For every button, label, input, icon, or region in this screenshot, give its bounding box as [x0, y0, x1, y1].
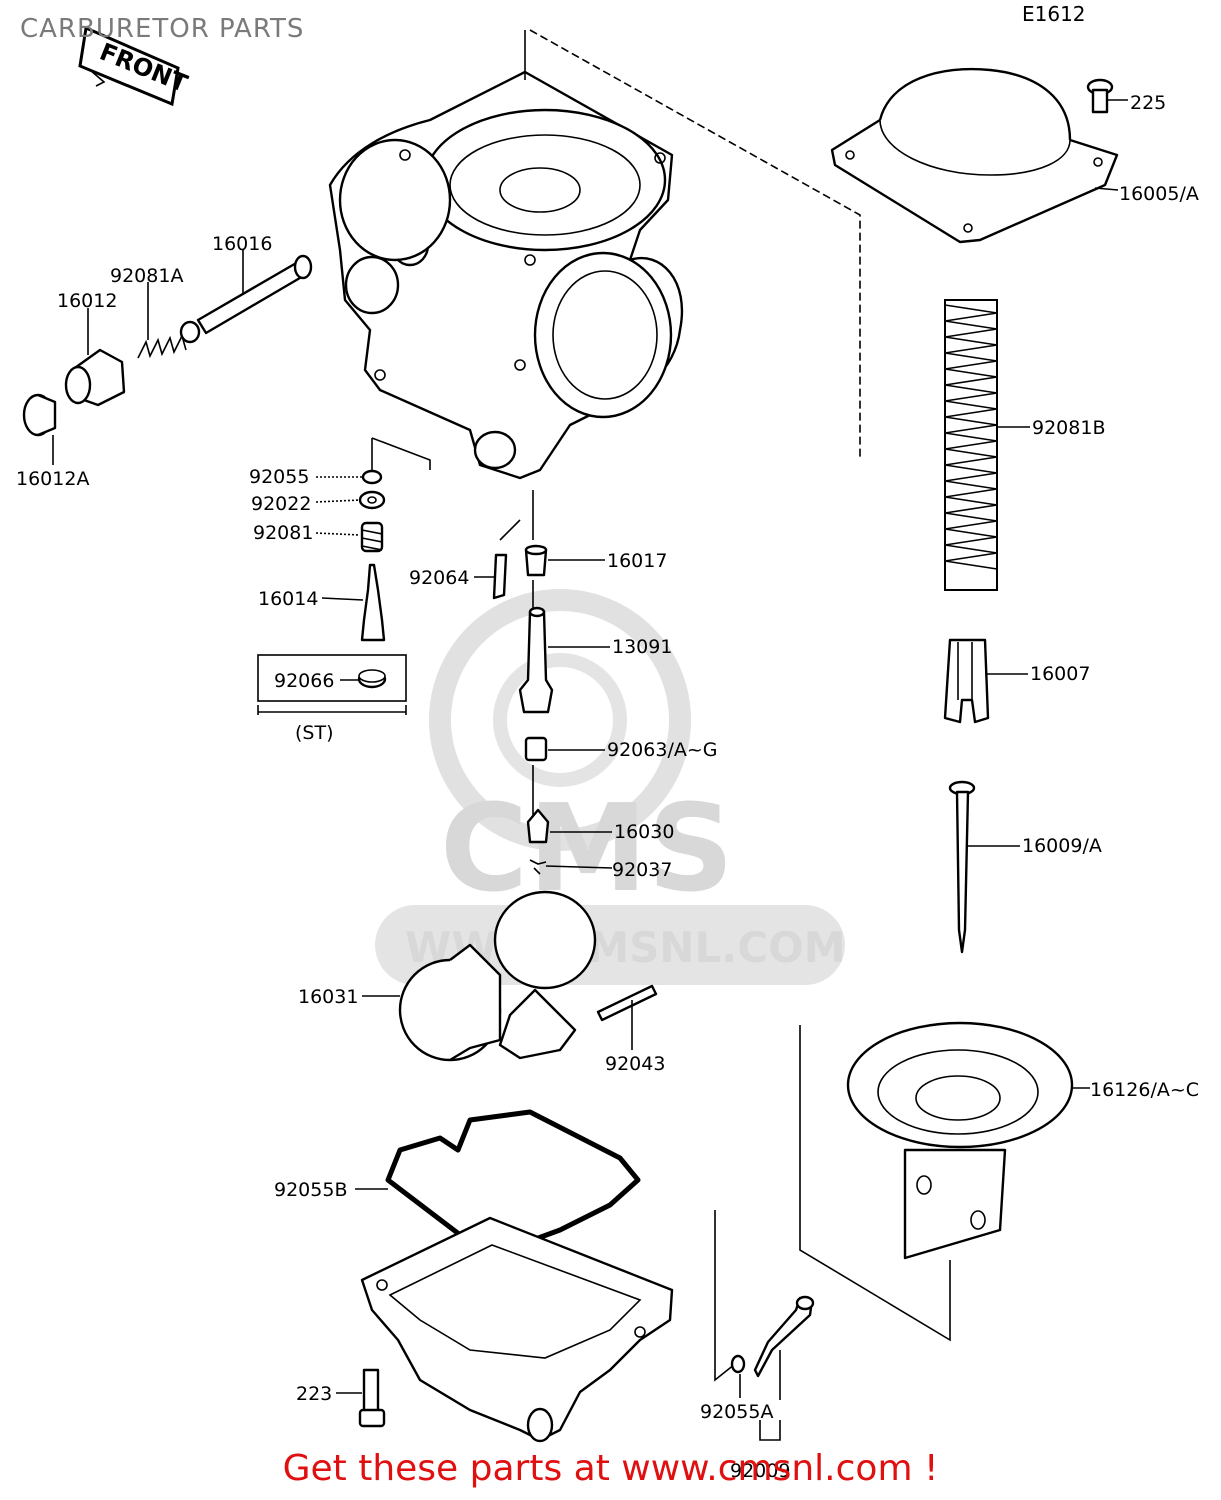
part-92043-pin	[596, 984, 658, 1022]
part-16014-needle-valve	[360, 563, 386, 642]
label-16030: 16030	[614, 821, 674, 843]
label-92081a: 92081A	[110, 265, 183, 287]
part-16031-float	[398, 890, 597, 1062]
label-16007: 16007	[1030, 663, 1090, 685]
part-16126-diaphragm	[846, 1021, 1074, 1260]
label-92064: 92064	[409, 567, 469, 589]
part-labels: 225 16005/A 16016 92081A 16012 16012A 92…	[16, 92, 1199, 1482]
assembly-lines	[371, 29, 951, 1382]
label-92022: 92022	[251, 493, 311, 515]
label-16012: 16012	[57, 290, 117, 312]
part-16007-holder	[943, 638, 990, 724]
watermark-brand: CMS	[440, 780, 734, 919]
label-16009a: 16009/A	[1022, 835, 1102, 857]
float-bowl	[360, 1216, 674, 1443]
label-16126: 16126/A~C	[1090, 1079, 1199, 1101]
part-92081b-spring	[944, 299, 998, 591]
page-title: CARBURETOR PARTS	[20, 14, 305, 44]
label-st: (ST)	[295, 722, 334, 744]
label-92055: 92055	[249, 466, 309, 488]
label-13091: 13091	[612, 636, 672, 658]
part-92081a-spring	[137, 333, 187, 359]
part-16030-float-valve	[526, 808, 550, 844]
part-16012-plug	[64, 348, 126, 407]
part-92066-box	[257, 654, 407, 715]
part-92037-clip	[529, 859, 547, 875]
part-16005a-top-cover	[830, 67, 1119, 244]
label-92055a: 92055A	[700, 1401, 773, 1423]
part-225-screw	[1086, 78, 1114, 114]
label-16016: 16016	[212, 233, 272, 255]
label-92009: 92009	[730, 1460, 790, 1482]
part-92081-spring	[360, 521, 384, 553]
part-92064-pilot-jet	[492, 553, 508, 600]
label-16005a: 16005/A	[1119, 183, 1199, 205]
label-16017: 16017	[607, 550, 667, 572]
label-92066: 92066	[274, 670, 334, 692]
part-16016-screw	[179, 254, 313, 344]
part-92009-screw	[753, 1295, 815, 1378]
cms-watermark: CMS WWW.CMSNL.COM	[375, 589, 846, 985]
part-223-screw	[358, 1368, 386, 1428]
label-225: 225	[1130, 92, 1166, 114]
footer-link[interactable]: Get these parts at www.cmsnl.com !	[282, 1448, 939, 1489]
label-92063: 92063/A~G	[607, 739, 717, 761]
part-13091-needle-jet	[518, 606, 554, 714]
part-92055-oring	[361, 469, 383, 485]
carburetor-body	[328, 70, 684, 480]
label-16031: 16031	[298, 986, 358, 1008]
label-223: 223	[296, 1383, 332, 1405]
part-92022-washer	[358, 490, 386, 510]
label-92037: 92037	[612, 859, 672, 881]
leader-lines	[52, 99, 1128, 1441]
label-92081b: 92081B	[1032, 417, 1105, 439]
label-16014: 16014	[258, 588, 318, 610]
part-92055a-oring	[730, 1354, 746, 1374]
label-92081: 92081	[253, 522, 313, 544]
diagram-code: E1612	[1022, 2, 1086, 26]
part-16012a-cap	[22, 393, 57, 437]
label-92055b: 92055B	[274, 1179, 347, 1201]
part-16017-jet	[524, 544, 548, 577]
part-92063-main-jet	[524, 736, 548, 762]
part-16009a-needle	[948, 780, 976, 954]
label-16012a: 16012A	[16, 468, 89, 490]
label-92043: 92043	[605, 1053, 665, 1075]
